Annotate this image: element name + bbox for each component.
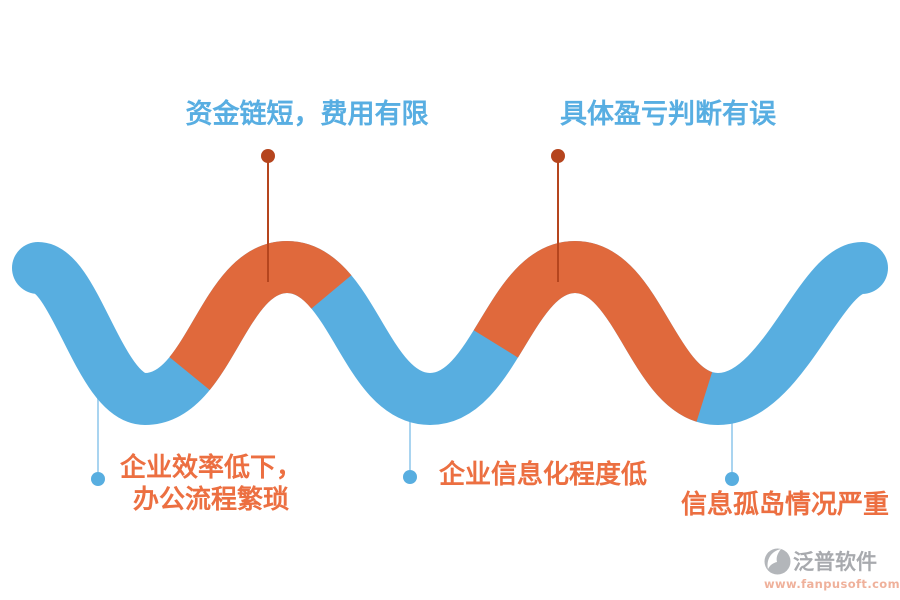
- callout-label-bottom-left: 企业效率低下， 办公流程繁琐: [120, 452, 302, 516]
- callout-label-bottom-left-line2: 办公流程繁琐: [132, 485, 290, 515]
- wave-ribbon-blue: [12, 240, 888, 426]
- callout-label-top-left: 资金链短，费用有限: [185, 99, 429, 130]
- callout-dot-bottom-right: [725, 472, 739, 486]
- logo-row: 泛普软件: [764, 546, 892, 576]
- callout-dot-bottom-left: [91, 472, 105, 486]
- callout-dot-top-left: [261, 149, 275, 163]
- callout-label-bottom-middle: 企业信息化程度低: [438, 460, 648, 490]
- logo-swirl-icon: [764, 548, 791, 574]
- logo-url: www.fanpusoft.com: [764, 577, 900, 591]
- callout-label-bottom-right: 信息孤岛情况严重: [680, 490, 890, 520]
- logo-name: 泛普软件: [793, 550, 877, 574]
- callout-label-top-right: 具体盈亏判断有误: [560, 99, 776, 130]
- callout-dot-top-right: [551, 149, 565, 163]
- callout-label-bottom-left-line1: 企业效率低下，: [119, 453, 303, 483]
- logo: 泛普软件 www.fanpusoft.com: [764, 546, 900, 591]
- callout-dot-bottom-middle: [403, 470, 417, 484]
